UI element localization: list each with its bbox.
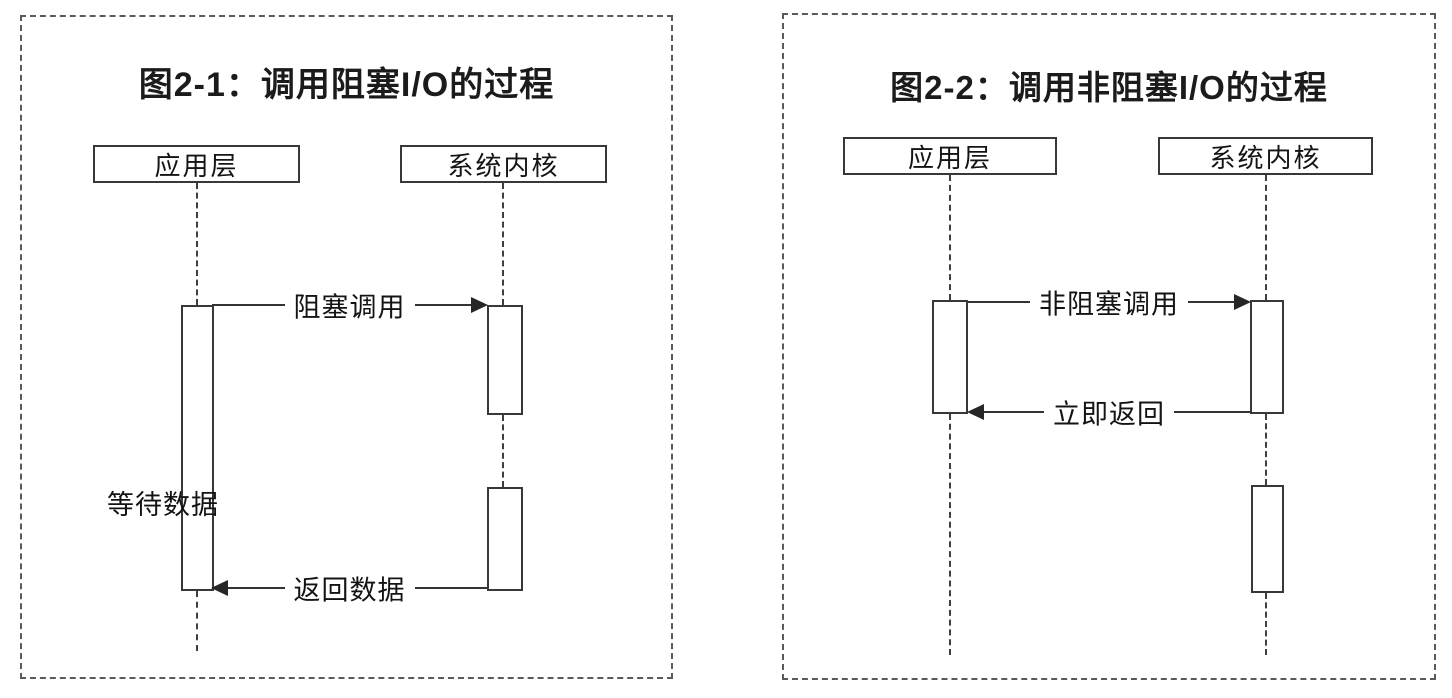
app-lifeline-segment [949,414,951,655]
kernel-lifeline-segment [1265,175,1267,300]
app-lifeline-segment [196,591,198,651]
kernel-activation-bar [487,305,523,415]
actor-box-kernel: 系统内核 [1158,137,1373,175]
kernel-activation-bar [1250,300,1284,414]
waiting-data-label: 等待数据 [107,490,219,520]
app-lifeline-segment [949,175,951,300]
figure-title: 图2-1：调用阻塞I/O的过程 [138,66,555,104]
arrowhead-right-icon [471,297,488,313]
actor-box-kernel: 系统内核 [400,145,607,183]
figure-2-2-panel: 图2-2：调用非阻塞I/O的过程 应用层 系统内核 非阻塞调用 立即返回 [782,13,1436,680]
message-immediate-return: 立即返回 [967,392,1250,432]
actor-box-app-layer: 应用层 [93,145,300,183]
arrowhead-left-icon [967,404,984,420]
kernel-lifeline-segment [1265,593,1267,655]
message-label: 非阻塞调用 [1030,282,1188,322]
figure-title: 图2-2：调用非阻塞I/O的过程 [890,69,1328,106]
figure-2-1-panel: 图2-1：调用阻塞I/O的过程 应用层 系统内核 阻塞调用 返回数据 等待数据 [20,15,673,679]
kernel-lifeline-segment [502,183,504,305]
actor-box-app-layer: 应用层 [843,137,1057,175]
actor-label: 系统内核 [447,151,560,181]
actor-label: 应用层 [907,143,992,173]
kernel-activation-bar [1251,485,1284,593]
arrowhead-right-icon [1234,294,1251,310]
message-label: 立即返回 [1044,392,1174,432]
message-blocking-call: 阻塞调用 [212,285,488,325]
message-nonblocking-call: 非阻塞调用 [968,282,1251,322]
message-return-data: 返回数据 [211,568,487,608]
message-label: 返回数据 [284,568,415,608]
kernel-lifeline-segment [502,415,504,487]
message-label: 阻塞调用 [284,285,415,325]
app-activation-bar [932,300,968,414]
actor-label: 应用层 [154,151,239,181]
actor-label: 系统内核 [1209,143,1322,173]
app-activation-bar [181,305,214,591]
kernel-lifeline-segment [1265,414,1267,485]
arrowhead-left-icon [211,580,228,596]
kernel-activation-bar [487,487,523,591]
app-lifeline-segment [196,183,198,305]
